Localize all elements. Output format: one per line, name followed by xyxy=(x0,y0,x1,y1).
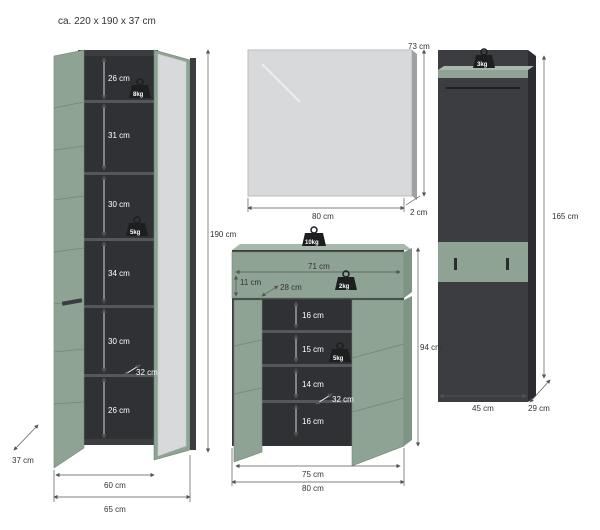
height-label: 11 cm xyxy=(240,278,262,287)
width-label: 60 cm xyxy=(104,481,126,490)
shelf-height-label: 16 cm xyxy=(302,311,324,320)
height-label: 190 cm xyxy=(210,230,237,239)
shelf-height-label: 26 cm xyxy=(108,406,130,415)
width-label: 71 cm xyxy=(308,262,330,271)
width-label: 65 cm xyxy=(104,505,126,514)
weight-label: 5kg xyxy=(130,230,141,236)
depth-label: 32 cm xyxy=(332,395,354,404)
shelf-height-label: 16 cm xyxy=(302,417,324,426)
weight-label: 8kg xyxy=(133,92,144,98)
height-label: 165 cm xyxy=(552,212,579,221)
weight-icon xyxy=(335,270,357,290)
weight-icon xyxy=(302,226,326,246)
width-label: 80 cm xyxy=(302,484,324,493)
weight-label: 5kg xyxy=(333,356,344,362)
height-label: 73 cm xyxy=(408,42,430,51)
shelf-height-label: 14 cm xyxy=(302,380,324,389)
depth-label: 29 cm xyxy=(528,404,550,413)
width-label: 45 cm xyxy=(472,404,494,413)
height-label: 94 cm xyxy=(420,343,442,352)
width-label: 75 cm xyxy=(302,470,324,479)
weight-icon xyxy=(126,216,148,236)
width-label: 80 cm xyxy=(312,212,334,221)
depth-label: 37 cm xyxy=(12,456,34,465)
weight-icon xyxy=(473,48,495,68)
shelf-height-label: 31 cm xyxy=(108,131,130,140)
depth-label: 32 cm xyxy=(136,368,158,377)
wall-mirror xyxy=(247,49,417,200)
shelf-height-label: 30 cm xyxy=(108,200,130,209)
weight-icon xyxy=(329,342,351,362)
depth-label: 28 cm xyxy=(280,283,302,292)
shelf-height-label: 26 cm xyxy=(108,74,130,83)
shelf-height-label: 15 cm xyxy=(302,345,324,354)
weight-label: 10kg xyxy=(305,240,319,246)
weight-label: 3kg xyxy=(477,62,488,68)
shelf-height-label: 30 cm xyxy=(108,337,130,346)
weight-icon xyxy=(129,78,151,98)
shoe-cabinet xyxy=(231,244,412,467)
tall-cabinet xyxy=(53,49,196,469)
depth-label: 2 cm xyxy=(410,208,428,217)
coat-rack-panel xyxy=(438,50,536,402)
weight-label: 2kg xyxy=(339,284,350,290)
dimensions-header: ca. 220 x 190 x 37 cm xyxy=(58,16,156,27)
shelf-height-label: 34 cm xyxy=(108,269,130,278)
